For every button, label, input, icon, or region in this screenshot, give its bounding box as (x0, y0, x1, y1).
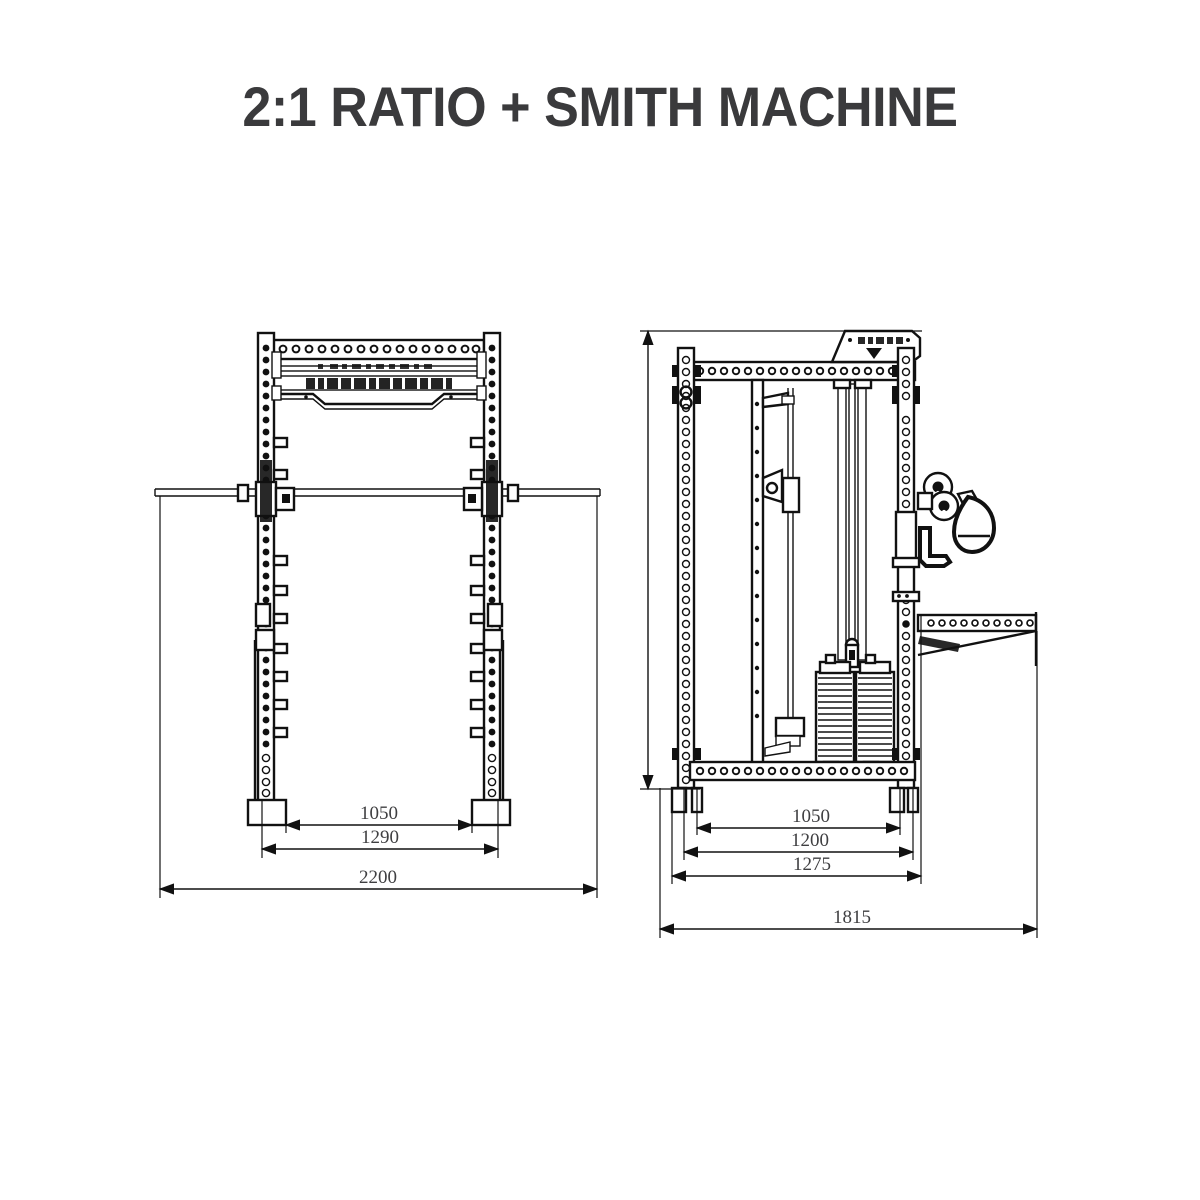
landmine-arm (916, 612, 1038, 666)
page-title: 2:1 RATIO + SMITH MACHINE (242, 75, 958, 138)
dimension-label: 1815 (833, 907, 871, 928)
front-elevation-view (154, 331, 601, 827)
base-beam-side (688, 760, 917, 782)
dimension-side-1275: 1275 (670, 615, 923, 884)
dimension-side-1815: 1815 (658, 631, 1039, 938)
smith-machine-barbell (154, 460, 601, 522)
cable-pulley-assembly (916, 471, 997, 555)
upright-right-front (469, 331, 505, 805)
dimension-front-1290: 1290 (260, 800, 500, 858)
weight-stacks (814, 653, 896, 773)
barbell-carriage-right (462, 460, 504, 522)
cable-guide-rods (832, 378, 873, 669)
dimension-front-1050: 1050 (284, 800, 474, 833)
upright-left-front (253, 331, 289, 805)
dimension-side-height (640, 329, 922, 791)
j-hook-brackets-right (469, 436, 486, 739)
j-hook-brackets-left (272, 436, 289, 739)
dimension-label: 1275 (793, 854, 831, 875)
dimension-front-2200: 2200 (158, 496, 599, 898)
front-view-dimensions: 1050 1290 2200 (158, 496, 599, 898)
side-elevation-view (670, 329, 1038, 814)
dimension-label: 2200 (359, 867, 397, 888)
top-beam-side (688, 360, 917, 382)
upright-left-side (672, 346, 701, 790)
dimension-label: 1050 (792, 806, 830, 827)
dimension-label: 1050 (360, 803, 398, 824)
side-view-dimensions: 1050 1200 1275 1815 (640, 329, 1039, 938)
upright-right-side (891, 346, 921, 790)
upright-middle-side (750, 378, 765, 770)
j-hook-side (918, 526, 953, 568)
dimension-side-1200: 1200 (682, 788, 915, 860)
dimension-side-1050: 1050 (695, 788, 902, 835)
brand-logo-plate (272, 364, 486, 391)
barbell-carriage-left (254, 460, 296, 522)
curved-cross-member (271, 392, 486, 410)
smith-rail-side (761, 388, 806, 757)
multi-grip-pull-up-bar (270, 338, 486, 361)
dimension-label: 1290 (361, 827, 399, 848)
dimension-label: 1200 (791, 830, 829, 851)
